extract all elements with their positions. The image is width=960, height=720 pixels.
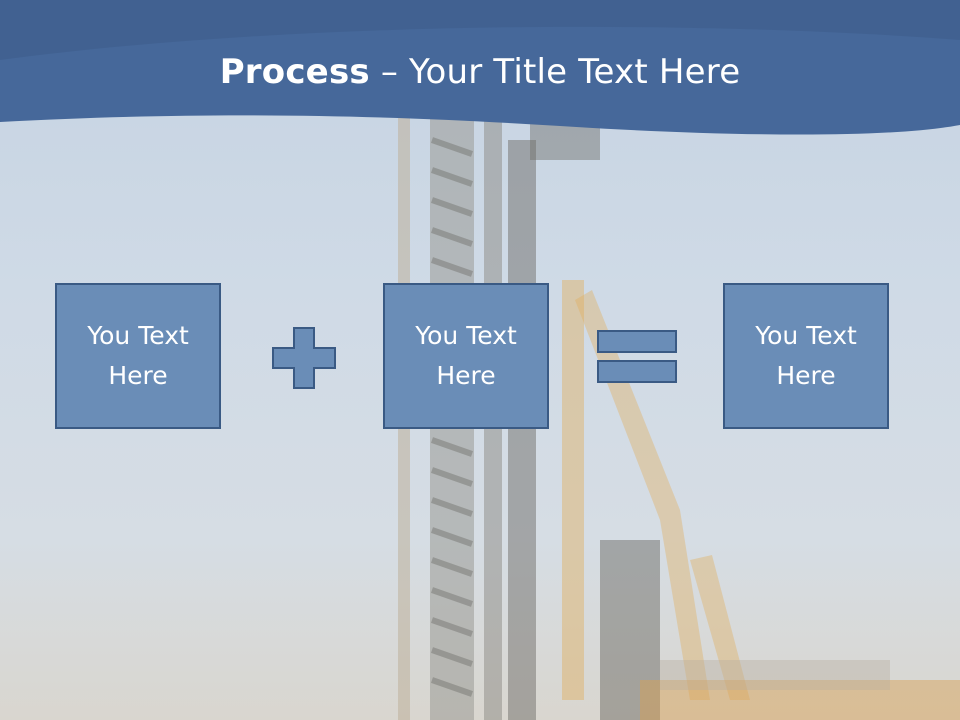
process-box-2: You Text Here bbox=[383, 283, 549, 429]
process-box-3: You Text Here bbox=[723, 283, 889, 429]
equals-icon bbox=[597, 330, 677, 383]
process-box-3-text: You Text Here bbox=[755, 321, 857, 390]
title-rest: – Your Title Text Here bbox=[369, 52, 741, 92]
process-box-1: You Text Here bbox=[55, 283, 221, 429]
plus-icon bbox=[272, 327, 336, 389]
title-bold: Process bbox=[219, 52, 370, 92]
process-box-1-text: You Text Here bbox=[87, 321, 189, 390]
slide-title: Process – Your Title Text Here bbox=[0, 52, 960, 92]
process-box-2-text: You Text Here bbox=[415, 321, 517, 390]
